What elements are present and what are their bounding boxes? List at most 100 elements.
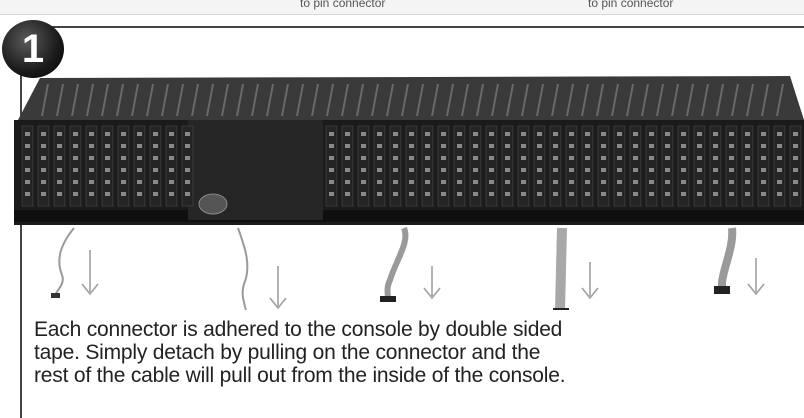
channel-jack [169,192,174,196]
channel-jack [489,168,494,172]
channel-jack [585,180,590,184]
channel-jack [89,192,94,196]
channel-jack [425,144,430,148]
channel-jack [729,192,734,196]
fader-slot [656,83,664,117]
channel-jack [89,180,94,184]
channel-jack [777,144,782,148]
fader-slot [251,83,259,117]
channel-jack [185,144,190,148]
channel-jack [153,156,158,160]
channel-jack [329,180,334,184]
fader-slot [476,83,484,117]
channel-jack [41,144,46,148]
channel-jack [425,168,430,172]
channel-jack [745,168,750,172]
channel-jack [361,192,366,196]
channel-jack [361,132,366,136]
channel-jack [361,144,366,148]
channel-jack [761,168,766,172]
channel-jack [441,144,446,148]
cable-3 [384,226,409,299]
fader-slot [311,83,319,117]
channel-jack [793,156,798,160]
console-base-strip [14,210,804,222]
channel-jack [41,192,46,196]
fader-slot [686,83,694,117]
channel-strip [693,125,706,207]
channel-jack [569,156,574,160]
fader-slot [71,83,79,117]
channel-strip [613,125,626,207]
channel-jack [649,192,654,196]
channel-jack [57,180,62,184]
channel-strip [389,125,402,207]
channel-jack [665,156,670,160]
channel-jack [489,192,494,196]
channel-jack [185,180,190,184]
channel-jack [457,132,462,136]
pull-arrow [81,250,99,296]
channel-jack [169,156,174,160]
channel-jack [393,156,398,160]
channel-strip [117,125,130,207]
channel-jack [761,192,766,196]
channel-jack [553,180,558,184]
channel-strip [517,125,530,207]
cable-4 [555,227,567,310]
channel-jack [425,192,430,196]
channel-jack [793,180,798,184]
fader-slot [416,83,424,117]
channel-strip [581,125,594,207]
channel-jack [649,168,654,172]
header-caption: to pin connector [300,0,386,10]
channel-jack [73,192,78,196]
fader-slot [641,83,649,117]
channel-jack [729,144,734,148]
channel-jack [377,156,382,160]
channel-jack [473,180,478,184]
fader-slot [236,83,244,117]
channel-jack [57,192,62,196]
channel-jack [569,144,574,148]
channel-strip [405,125,418,207]
channel-jack [617,168,622,172]
channel-jack [185,132,190,136]
channel-jack [409,180,414,184]
channel-jack [681,192,686,196]
channel-jack [105,192,110,196]
fader-slot [371,83,379,117]
channel-strip [325,125,338,207]
channel-jack [329,168,334,172]
channel-jack [153,192,158,196]
channel-jack [569,168,574,172]
channel-jack [681,132,686,136]
channel-jack [761,144,766,148]
channel-jack [617,156,622,160]
pull-arrow [581,262,599,300]
channel-jack [425,180,430,184]
channel-jack [489,132,494,136]
fader-slot [386,83,394,117]
fader-slot [491,83,499,117]
fader-slot [176,83,184,117]
channel-jack [521,168,526,172]
channel-jack [121,156,126,160]
channel-strip [69,125,82,207]
channel-jack [345,180,350,184]
pull-arrows [81,250,765,310]
fader-slot [521,83,529,117]
channel-jack [41,168,46,172]
channel-jack [377,132,382,136]
channel-strip [709,125,722,207]
channel-jack [777,156,782,160]
channel-jack [633,168,638,172]
channel-jack [777,168,782,172]
channel-jack [713,180,718,184]
channel-jack [537,144,542,148]
fader-slot [86,83,94,117]
fader-slot [296,83,304,117]
fader-slot [596,83,604,117]
fader-slot [431,83,439,117]
channel-jack [57,156,62,160]
